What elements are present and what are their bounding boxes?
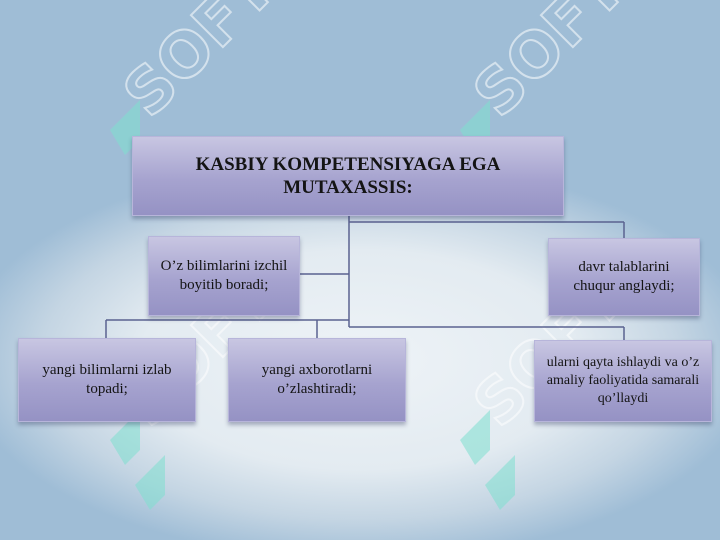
node-label: yangi bilimlarni izlab topadi; bbox=[42, 362, 172, 397]
node-label: ularni qayta ishlaydi va o’z amaliy faol… bbox=[546, 355, 700, 406]
node-box: yangi bilimlarni izlab topadi; bbox=[18, 338, 196, 422]
diagram-title: KASBIY KOMPETENSIYAGA EGA MUTAXASSIS: bbox=[195, 154, 501, 198]
node-box: O’z bilimlarini izchil boyitib boradi; bbox=[148, 236, 300, 316]
node-label: davr talablarini chuqur anglaydi; bbox=[573, 259, 675, 294]
node-box: yangi axborotlarni o’zlashtiradi; bbox=[228, 338, 406, 422]
node-label: O’z bilimlarini izchil boyitib boradi; bbox=[160, 258, 288, 293]
node-box: davr talablarini chuqur anglaydi; bbox=[548, 238, 700, 316]
node-label: yangi axborotlarni o’zlashtiradi; bbox=[261, 362, 373, 397]
diagram-title-box: KASBIY KOMPETENSIYAGA EGA MUTAXASSIS: bbox=[132, 136, 564, 216]
node-box: ularni qayta ishlaydi va o’z amaliy faol… bbox=[534, 340, 712, 422]
